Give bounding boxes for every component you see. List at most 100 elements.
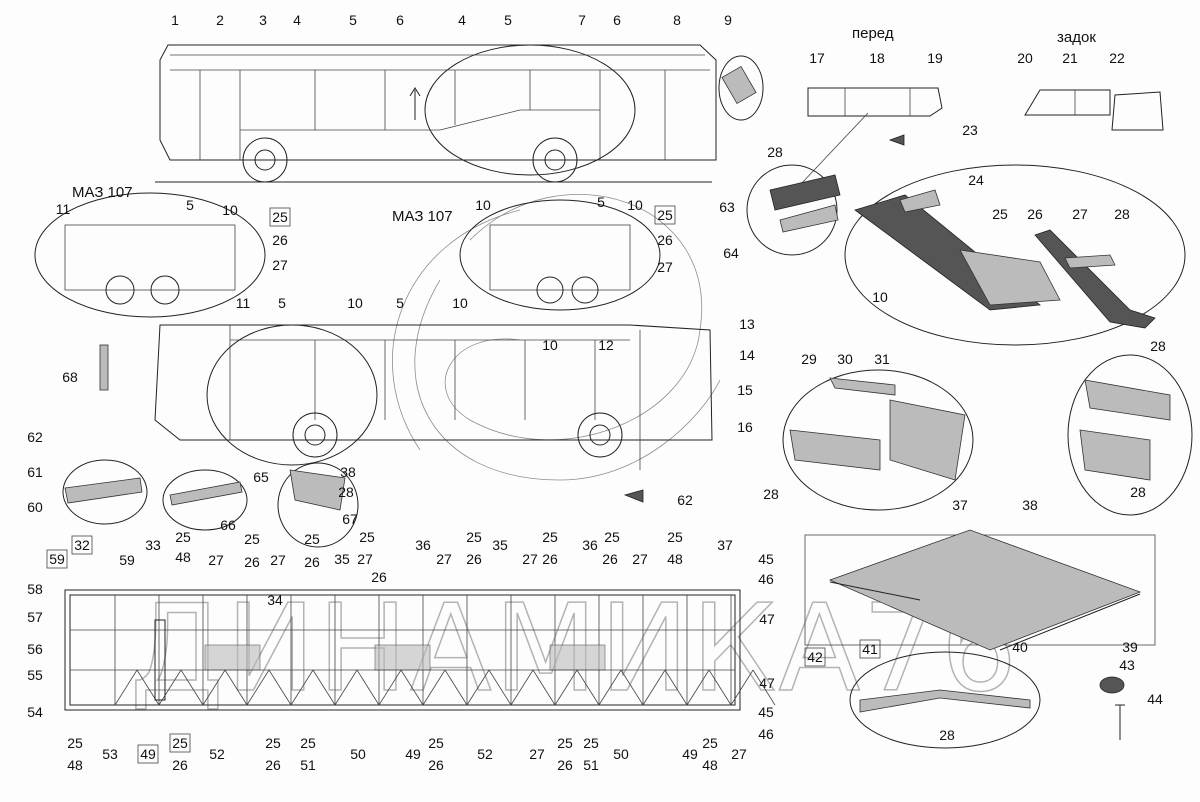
callout-label: 65: [253, 469, 269, 485]
callout-box: [804, 647, 826, 667]
caption-rear: задок: [1057, 29, 1096, 46]
frame-member: [246, 669, 270, 706]
callout-label: 2: [216, 12, 224, 28]
callout-label: 20: [1017, 50, 1033, 66]
callout-label: 43: [1119, 657, 1135, 673]
callout-label: 26: [557, 757, 573, 773]
callout-label: 47: [759, 675, 775, 691]
callout-label: 46: [758, 571, 774, 587]
frame-member: [510, 669, 534, 706]
callout-label: 30: [837, 351, 853, 367]
callout-label: 59: [119, 552, 135, 568]
callout-label: 45: [758, 551, 774, 567]
callout-label: 28: [1130, 484, 1146, 500]
frame-member: [268, 669, 292, 706]
callout-label: 28: [767, 144, 783, 160]
callout-label: 40: [1012, 639, 1028, 655]
callout-label: 10: [452, 295, 468, 311]
frame-member: [686, 669, 710, 706]
callout-label: 26: [657, 232, 673, 248]
callout-label: 64: [723, 245, 739, 261]
callout-label: 61: [27, 464, 43, 480]
frame-member: [444, 669, 468, 706]
callout-label: 25: [604, 529, 620, 545]
callout-label: 25: [359, 529, 375, 545]
callout-label: 67: [342, 511, 358, 527]
callout-label: 36: [582, 537, 598, 553]
callout-label: 28: [1114, 206, 1130, 222]
callout-label: 26: [428, 757, 444, 773]
detail-callouts-row-4: [62, 459, 359, 548]
callout-label: 25: [702, 735, 718, 751]
callout-label: 10: [627, 197, 643, 213]
callout-label: 50: [350, 746, 366, 762]
callout-label: 58: [27, 581, 43, 597]
frame-member: [356, 669, 380, 706]
callout-label: 49: [140, 746, 156, 762]
callout-label: 36: [415, 537, 431, 553]
callout-label: 25: [244, 531, 260, 547]
callout-box: [71, 535, 93, 555]
callout-label: 38: [1022, 497, 1038, 513]
frame-member: [730, 669, 754, 706]
frame-member: [620, 669, 644, 706]
callout-label: 15: [737, 382, 753, 398]
callout-label: 27: [357, 551, 373, 567]
callout-label: 25: [992, 206, 1008, 222]
frame-member: [642, 669, 666, 706]
callout-label: 28: [939, 727, 955, 743]
chassis-frame-plan: [64, 589, 776, 711]
callout-label: 26: [172, 757, 188, 773]
callout-label: 10: [222, 202, 238, 218]
callout-label: 27: [270, 552, 286, 568]
callout-label: 21: [1062, 50, 1078, 66]
callout-label: 48: [667, 551, 683, 567]
callout-label: 28: [338, 484, 354, 500]
callout-label: 25: [67, 735, 83, 751]
callout-label: 22: [1109, 50, 1125, 66]
callout-label: 27: [436, 551, 452, 567]
callout-box: [269, 207, 291, 227]
callout-label: 19: [927, 50, 943, 66]
callout-label: 5: [186, 197, 194, 213]
callout-label: 27: [657, 259, 673, 275]
callout-label: 54: [27, 704, 43, 720]
callout-label: 53: [102, 746, 118, 762]
callout-label: 27: [522, 551, 538, 567]
callout-label: 12: [598, 337, 614, 353]
callout-label: 5: [278, 295, 286, 311]
callout-label: 28: [763, 486, 779, 502]
callout-label: 23: [962, 122, 978, 138]
callout-label: 5: [349, 12, 357, 28]
frame-member: [708, 669, 732, 706]
watermark-swoosh: [392, 194, 721, 481]
frame-member: [752, 669, 776, 706]
callout-label: 24: [968, 172, 984, 188]
callout-label: 48: [67, 757, 83, 773]
callout-label: 55: [27, 667, 43, 683]
callout-label: 5: [396, 295, 404, 311]
callout-label: 50: [613, 746, 629, 762]
callout-label: 25: [667, 529, 683, 545]
detail-callout-roof-panel: [844, 164, 1186, 346]
callout-label: 27: [731, 746, 747, 762]
callout-label: 56: [27, 641, 43, 657]
callout-label: 37: [952, 497, 968, 513]
callout-label: 25: [304, 531, 320, 547]
callout-label: 25: [175, 529, 191, 545]
callout-label: 52: [209, 746, 225, 762]
callout-label: 1: [171, 12, 179, 28]
callout-label: 4: [293, 12, 301, 28]
callout-label: 18: [869, 50, 885, 66]
callout-label: 57: [27, 609, 43, 625]
callout-label: 41: [862, 641, 878, 657]
callout-label: 27: [208, 552, 224, 568]
callout-label: 5: [504, 12, 512, 28]
callout-label: 27: [272, 257, 288, 273]
front-section-view: [799, 87, 943, 186]
rear-section-view: [1024, 89, 1164, 131]
frame-member: [488, 669, 512, 706]
bus-side-view-middle: [99, 324, 713, 503]
